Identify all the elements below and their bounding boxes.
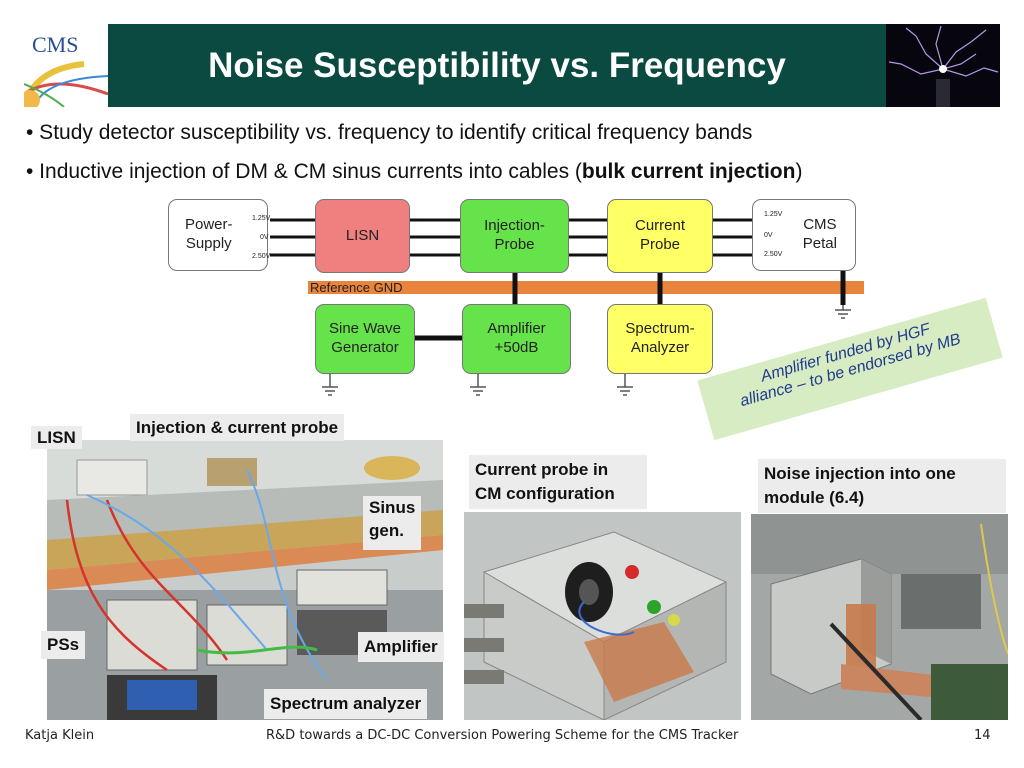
ps-label-2: 0V [260,234,269,241]
label-sinus-gen: Sinus gen. [363,496,422,550]
label-current-probe-cm: Current probe in CM configuration [469,455,647,509]
cms-petal-box: CMS Petal [752,199,856,271]
label-noise-injection-line-1: Noise injection into one [764,464,956,483]
bullet-1: • Study detector susceptibility vs. freq… [26,121,753,144]
amplifier-box: Amplifier +50dB [462,304,571,374]
label-amplifier: Amplifier [358,632,444,662]
noise-injection-photo [751,514,1008,720]
label-noise-injection-line-2: module (6.4) [764,488,865,507]
label-sinus-gen-line-2: gen. [369,521,404,540]
bullet-2-suffix: ) [795,160,803,183]
label-current-probe-cm-line-1: Current probe in [475,460,609,479]
label-noise-injection: Noise injection into one module (6.4) [758,459,1006,513]
footer-talk-title: R&D towards a DC-DC Conversion Powering … [266,728,739,743]
plasma-image [886,24,1000,107]
label-lisn: LISN [31,426,82,449]
label-current-probe-cm-line-2: CM configuration [475,484,615,503]
spectrum-analyzer-box: Spectrum- Analyzer [607,304,713,374]
ps-label-1: 1.25V [252,215,271,222]
page-title: Noise Susceptibility vs. Frequency [208,45,786,85]
petal-label-1: 1.25V [764,211,783,218]
label-spectrum-analyzer: Spectrum analyzer [264,689,428,719]
footer-page-number: 14 [974,728,991,743]
bullet-2-bold: bulk current injection [581,160,796,183]
cms-logo-text: CMS [32,32,79,57]
ps-label-3: 2.50V [252,253,271,260]
current-probe-photo [464,512,741,720]
label-sinus-gen-line-1: Sinus [369,498,416,517]
petal-label-2: 0V [764,232,773,239]
diagram-wires [270,218,864,396]
petal-label-3: 2.50V [764,251,783,258]
bullet-2-prefix: • Inductive injection of DM & CM sinus c… [26,160,582,183]
power-supply-box: Power- Supply [168,199,268,271]
cms-logo: CMS [24,24,108,107]
label-pss: PSs [41,631,86,659]
header-bar [24,24,1000,107]
reference-gnd-label: Reference GND [310,280,403,295]
bullet-2: • Inductive injection of DM & CM sinus c… [26,160,802,184]
lisn-box: LISN [315,199,410,273]
label-injection-current-probe: Injection & current probe [130,414,345,441]
injection-probe-box: Injection- Probe [460,199,569,273]
current-probe-box: Current Probe [607,199,713,273]
lab-setup-photo [47,440,443,720]
reference-gnd-bar [308,281,864,294]
footer-author: Katja Klein [25,728,95,743]
block-diagram: Power- Supply 1.25V 0V 2.50V LISN Inject… [160,195,870,405]
sine-wave-generator-box: Sine Wave Generator [315,304,415,374]
